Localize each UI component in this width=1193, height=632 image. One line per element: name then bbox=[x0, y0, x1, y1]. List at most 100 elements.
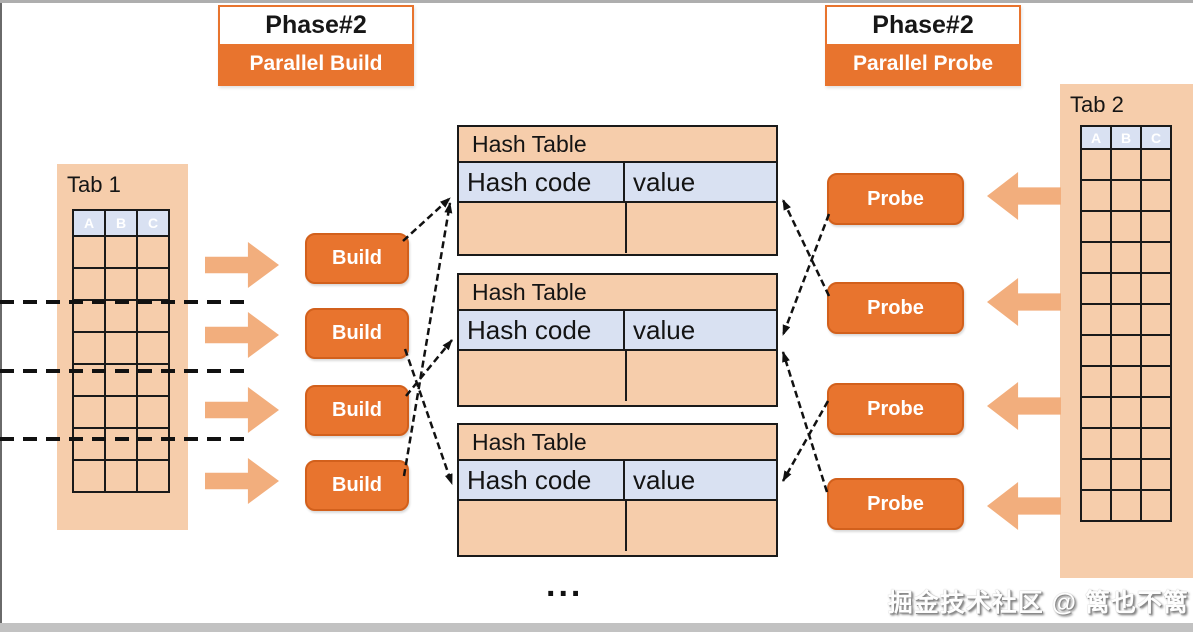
hash-table-3: Hash Table Hash code value bbox=[457, 423, 778, 557]
probe-connector-arrows bbox=[781, 199, 831, 493]
value-header: value bbox=[625, 311, 776, 349]
hash-table-1-empty-row bbox=[459, 203, 776, 253]
table-cell bbox=[104, 459, 138, 493]
build-button-2: Build bbox=[305, 308, 409, 359]
probe-button-1: Probe bbox=[827, 173, 964, 225]
build-button-3: Build bbox=[305, 385, 409, 436]
table-cell bbox=[1140, 272, 1172, 305]
table-cell bbox=[104, 235, 138, 269]
table-cell bbox=[136, 299, 170, 333]
table-cell bbox=[72, 459, 106, 493]
table-cell bbox=[1110, 489, 1142, 522]
table-cell bbox=[1080, 303, 1112, 336]
table-cell bbox=[1140, 365, 1172, 398]
build-button-4: Build bbox=[305, 460, 409, 511]
table-cell bbox=[104, 363, 138, 397]
column-header-C: C bbox=[136, 209, 170, 237]
table-cell bbox=[1080, 334, 1112, 367]
table-cell bbox=[1080, 272, 1112, 305]
hash-table-2-title: Hash Table bbox=[472, 279, 587, 305]
table-cell bbox=[136, 395, 170, 429]
table-row bbox=[72, 331, 170, 365]
phase-build-subtitle: Parallel Build bbox=[220, 44, 412, 84]
phase-probe-title: Phase#2 bbox=[827, 7, 1019, 44]
table-row bbox=[1080, 303, 1172, 336]
column-header-A: A bbox=[1080, 125, 1112, 150]
left-arrow-icon bbox=[987, 382, 1061, 430]
table-cell bbox=[136, 459, 170, 493]
tab2-title: Tab 2 bbox=[1070, 92, 1124, 117]
phase-build-header: Phase#2 Parallel Build bbox=[218, 5, 414, 86]
table-cell bbox=[1080, 427, 1112, 460]
table-cell bbox=[1140, 396, 1172, 429]
table-cell bbox=[104, 395, 138, 429]
hash-code-header: Hash code bbox=[459, 311, 625, 349]
right-arrow-icon bbox=[205, 458, 279, 504]
hash-code-header: Hash code bbox=[459, 163, 625, 201]
table-cell bbox=[1140, 334, 1172, 367]
table-row bbox=[1080, 210, 1172, 243]
table-cell bbox=[1110, 334, 1142, 367]
table-row bbox=[1080, 489, 1172, 522]
table-cell bbox=[1080, 396, 1112, 429]
probe-button-2: Probe bbox=[827, 282, 964, 334]
probe-button-3: Probe bbox=[827, 383, 964, 435]
window-bottom-bar bbox=[0, 623, 1193, 632]
column-header-B: B bbox=[104, 209, 138, 237]
value-header: value bbox=[625, 461, 776, 499]
table-cell bbox=[72, 395, 106, 429]
table-cell bbox=[136, 235, 170, 269]
table-cell bbox=[1110, 148, 1142, 181]
table-cell bbox=[1080, 365, 1112, 398]
table-cell bbox=[104, 299, 138, 333]
table-cell bbox=[1110, 458, 1142, 491]
hash-table-3-title: Hash Table bbox=[472, 429, 587, 455]
table-row bbox=[72, 427, 170, 461]
phase-build-title: Phase#2 bbox=[220, 7, 412, 44]
table-cell bbox=[1110, 272, 1142, 305]
value-header: value bbox=[625, 163, 776, 201]
table-cell bbox=[1140, 458, 1172, 491]
table-row bbox=[72, 459, 170, 493]
table-row bbox=[1080, 365, 1172, 398]
table-row bbox=[1080, 396, 1172, 429]
table-cell bbox=[104, 267, 138, 301]
table-cell bbox=[1080, 489, 1112, 522]
table-cell bbox=[1110, 210, 1142, 243]
table-cell bbox=[104, 427, 138, 461]
table-row bbox=[1080, 427, 1172, 460]
table-cell bbox=[1110, 303, 1142, 336]
left-arrow-icon bbox=[987, 172, 1061, 220]
table-cell bbox=[1140, 241, 1172, 274]
table-row bbox=[1080, 272, 1172, 305]
table-cell bbox=[1080, 210, 1112, 243]
probe-button-4: Probe bbox=[827, 478, 964, 530]
phase-probe-header: Phase#2 Parallel Probe bbox=[825, 5, 1021, 86]
table-row bbox=[1080, 241, 1172, 274]
table-cell bbox=[1110, 396, 1142, 429]
column-header-B: B bbox=[1110, 125, 1142, 150]
table-cell bbox=[136, 267, 170, 301]
table-cell bbox=[1140, 427, 1172, 460]
more-hash-tables-ellipsis: ... bbox=[546, 566, 584, 604]
hash-table-2-empty-row bbox=[459, 351, 776, 401]
window-top-border bbox=[0, 0, 1193, 3]
table-cell bbox=[72, 235, 106, 269]
hash-table-2: Hash Table Hash code value bbox=[457, 273, 778, 407]
right-arrow-icon bbox=[205, 312, 279, 358]
column-header-C: C bbox=[1140, 125, 1172, 150]
table-cell bbox=[72, 331, 106, 365]
table-row bbox=[72, 235, 170, 269]
hash-table-1: Hash Table Hash code value bbox=[457, 125, 778, 256]
table-cell bbox=[104, 331, 138, 365]
table-cell bbox=[136, 363, 170, 397]
column-header-A: A bbox=[72, 209, 106, 237]
table-cell bbox=[1110, 179, 1142, 212]
left-arrow-icon bbox=[987, 482, 1061, 530]
build-connector-arrows bbox=[402, 197, 454, 485]
table-cell bbox=[1110, 241, 1142, 274]
watermark-text: 掘金技术社区 @ 篱也不篱 bbox=[887, 589, 1189, 617]
